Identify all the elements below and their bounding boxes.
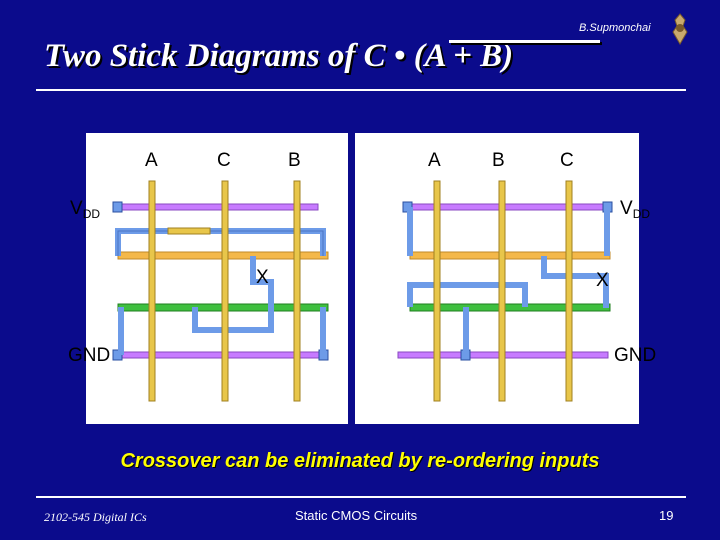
right-poly-b [498, 180, 506, 402]
footer-page-number: 19 [659, 508, 674, 523]
stick-diagram-left-panel [86, 133, 348, 424]
left-input-a-label: A [145, 150, 158, 171]
left-wire-output [192, 256, 274, 333]
footer-topic: Static CMOS Circuits [295, 508, 418, 523]
footer-rule [36, 496, 686, 498]
left-input-b-label: B [288, 150, 301, 171]
header-rule [36, 89, 686, 91]
left-input-c-label: C [217, 150, 231, 171]
left-output-x-label: X [256, 267, 269, 288]
right-input-a-label: A [428, 150, 441, 171]
footer-course: 2102-545 Digital ICs [44, 510, 147, 524]
title-expression: C • (A + B) [363, 38, 514, 74]
left-gnd-label: GND [68, 345, 111, 366]
right-vdd-label: VDD [620, 198, 651, 221]
left-crossover [167, 227, 211, 235]
title-prefix: Two Stick Diagrams of [44, 38, 356, 74]
right-output-x-label: X [596, 270, 609, 291]
left-wire-top-outline [117, 230, 324, 256]
left-vdd-rail [117, 203, 319, 211]
author-name: B.Supmonchai [579, 22, 651, 34]
university-crest-icon [672, 13, 688, 45]
slide-title: Two Stick Diagrams of C • (A + B) [44, 38, 513, 75]
right-input-b-label: B [492, 150, 505, 171]
left-poly-a [148, 180, 156, 402]
right-poly-c [565, 180, 573, 402]
right-input-c-label: C [560, 150, 574, 171]
title-overbar [449, 40, 600, 43]
right-wire-nmos [407, 282, 528, 307]
right-diagram-layout [397, 180, 613, 402]
slide-caption: Crossover can be eliminated by re-orderi… [120, 450, 600, 472]
right-gnd-label: GND [614, 345, 657, 366]
right-n-diffusion [409, 303, 611, 312]
left-vdd-label: VDD [70, 198, 101, 221]
left-poly-c [221, 180, 229, 402]
right-poly-a [433, 180, 441, 402]
left-vdd-contact [112, 201, 123, 213]
left-diagram-layout [112, 180, 329, 402]
left-poly-b [293, 180, 301, 402]
right-wire-output [541, 256, 609, 308]
